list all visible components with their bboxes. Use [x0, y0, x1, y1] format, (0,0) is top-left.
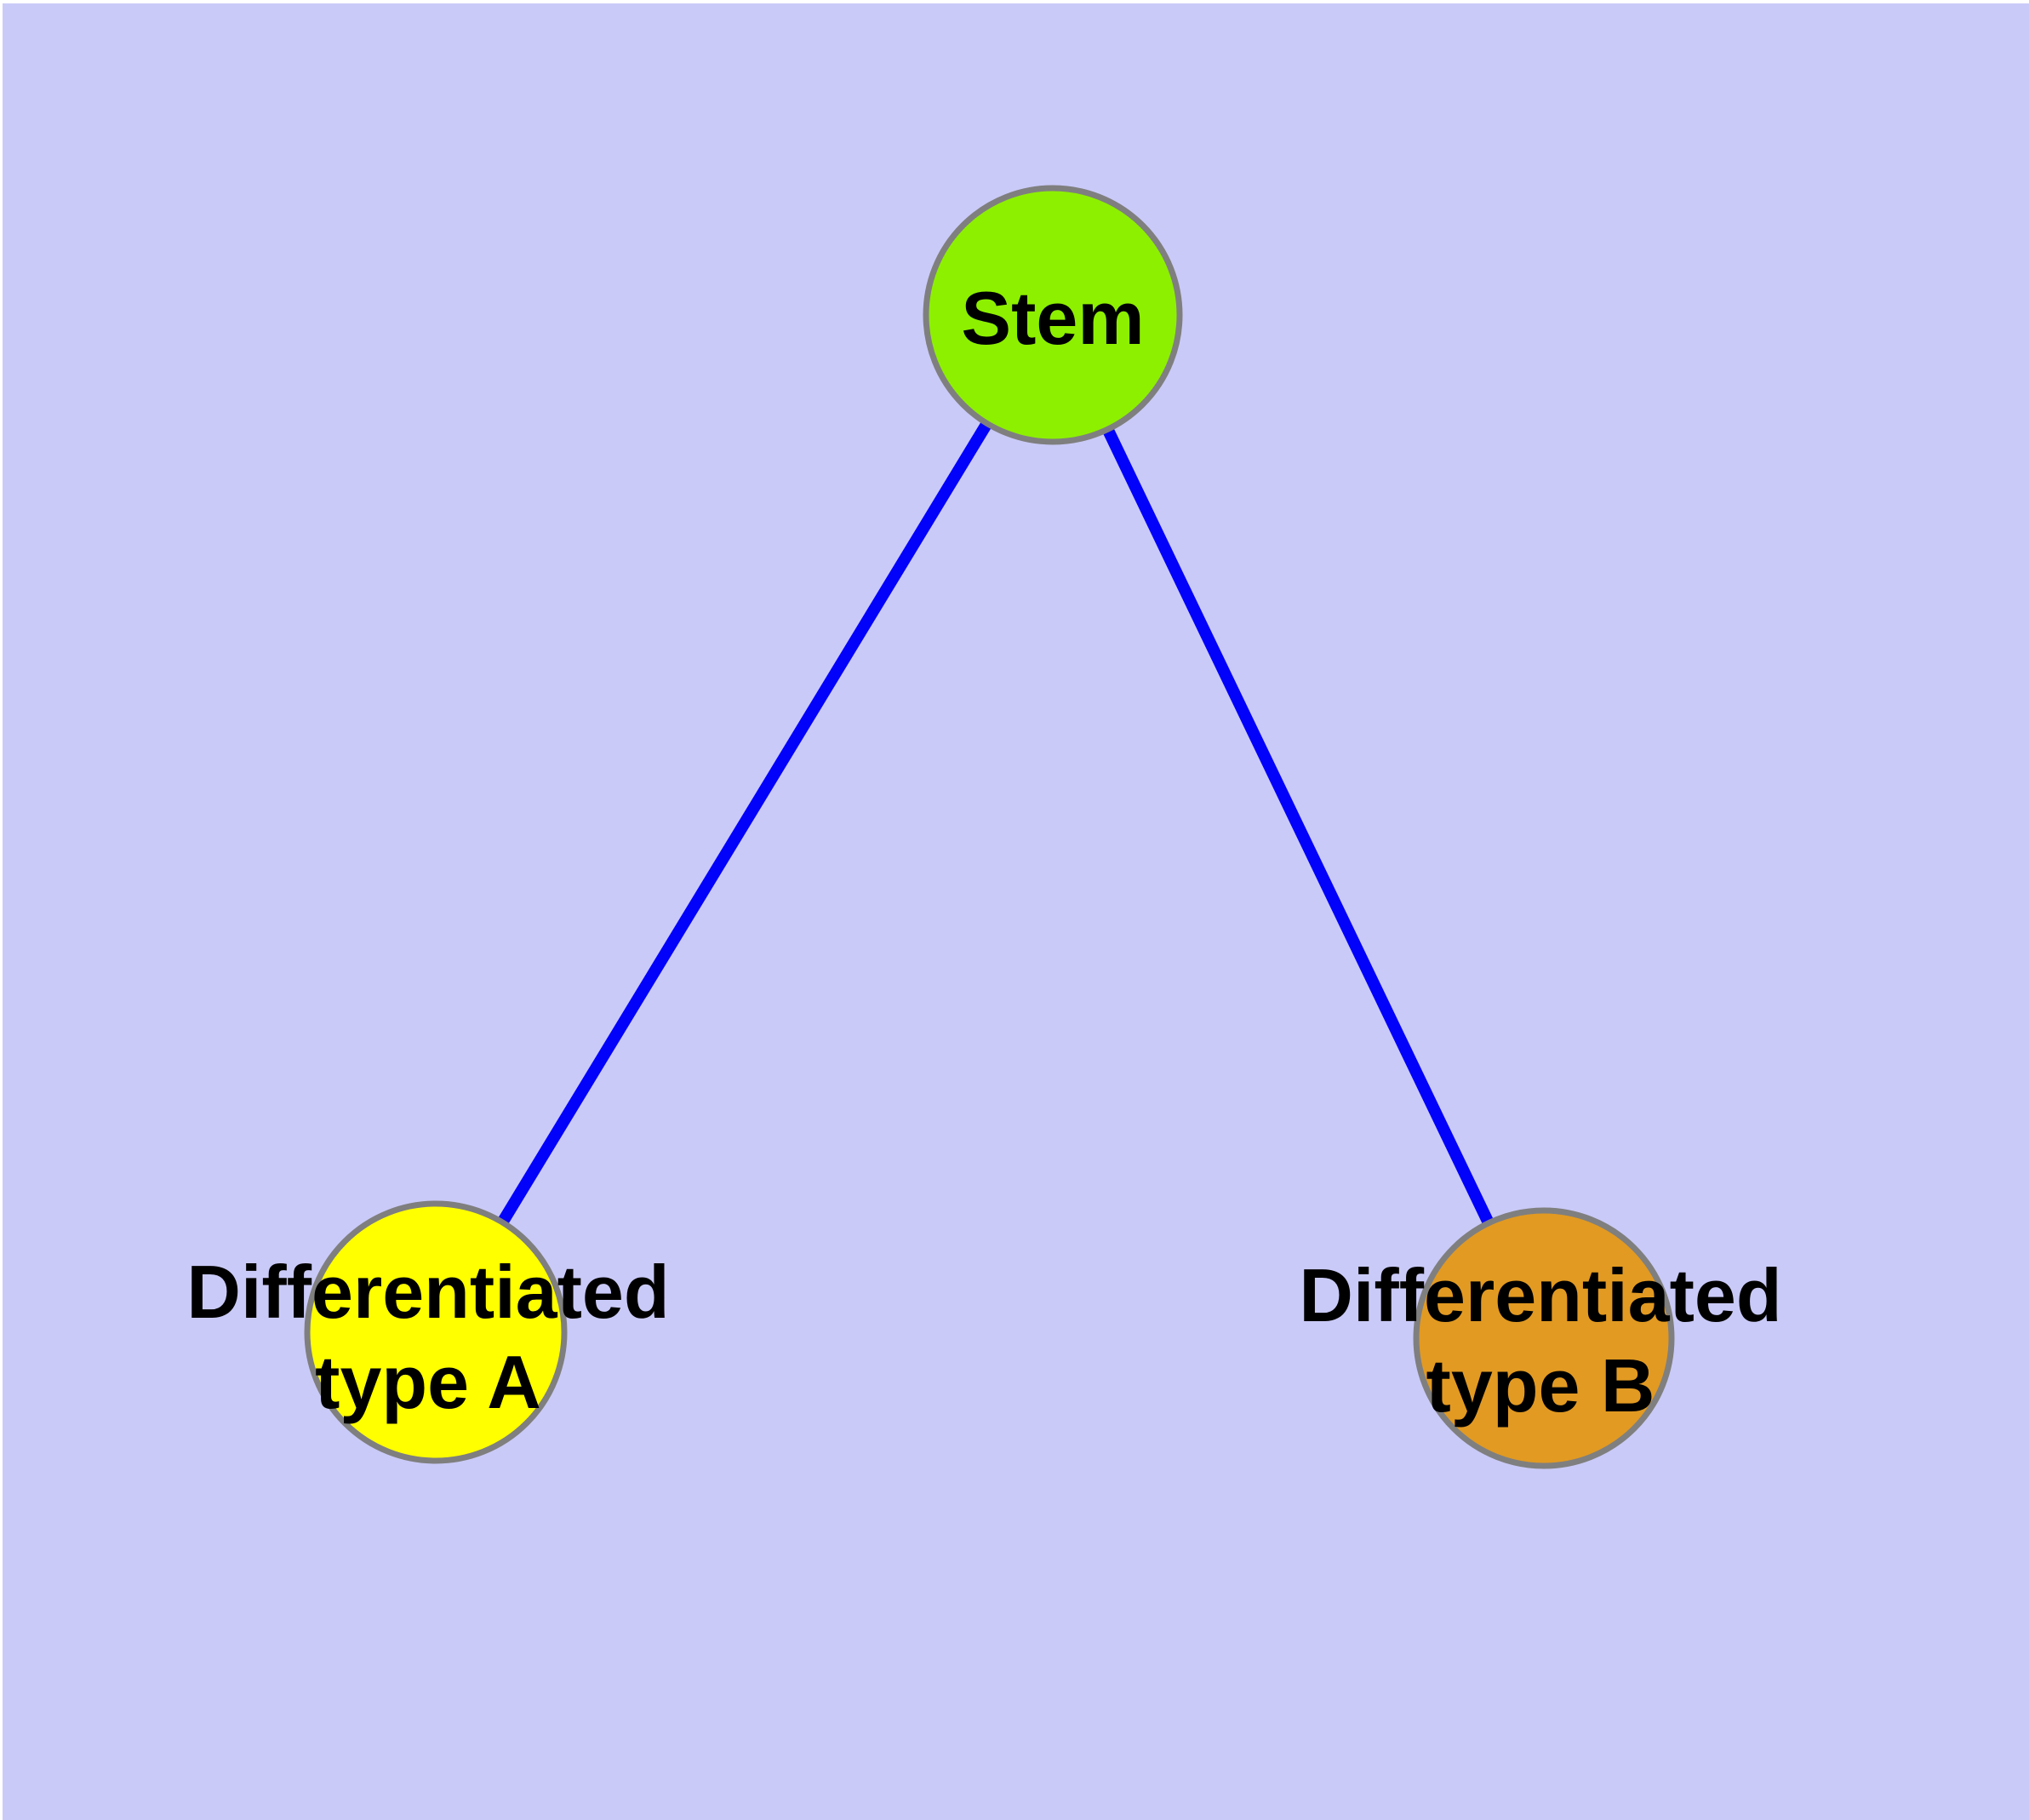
node-stem-circle: [923, 185, 1183, 445]
edge-stem-to-type-b: [1047, 312, 1550, 1342]
node-differentiated-type-a-label: Differentiated type A: [186, 1250, 670, 1424]
node-differentiated-type-a-circle: [304, 1200, 568, 1464]
node-differentiated-type-b-label: Differentiated type B: [1299, 1253, 1782, 1428]
node-stem-label: Stem: [961, 276, 1145, 360]
edge-stem-to-type-a: [431, 312, 1058, 1336]
node-differentiated-type-b-circle: [1413, 1207, 1675, 1469]
